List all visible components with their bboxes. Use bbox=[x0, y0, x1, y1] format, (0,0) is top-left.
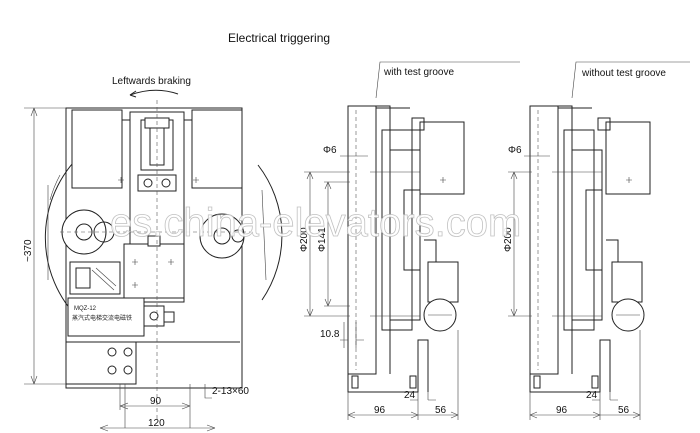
side-view-with-test-groove: with test groove Φ6 Φ200 bbox=[299, 61, 520, 420]
coil-block bbox=[69, 261, 121, 295]
side2-base bbox=[529, 339, 611, 393]
nameplate-text: 蒸汽式电梯交流电磁铁 bbox=[72, 314, 132, 322]
nameplate bbox=[67, 297, 145, 337]
dim-90: 90 bbox=[150, 396, 162, 407]
side1-dim-10-8: 10.8 bbox=[320, 329, 340, 340]
side1-dim-96: 96 bbox=[374, 405, 386, 416]
top-block-left bbox=[71, 109, 123, 189]
sheave-arc-right bbox=[257, 164, 283, 301]
side1-dim-24: 24 bbox=[404, 390, 416, 401]
drawing-title: Electrical triggering bbox=[228, 31, 330, 45]
front-view: Leftwards braking bbox=[23, 76, 283, 432]
side2-dim-96: 96 bbox=[556, 405, 568, 416]
side1-dim-56: 56 bbox=[435, 405, 447, 416]
caption-with-test-groove: with test groove bbox=[383, 67, 454, 78]
side2-phi6: Φ6 bbox=[508, 145, 522, 156]
braking-arrow bbox=[129, 89, 179, 96]
side2-plate bbox=[529, 105, 559, 375]
housing-outline bbox=[65, 107, 243, 389]
side2-coil-box bbox=[605, 121, 651, 195]
side1-plate bbox=[347, 105, 377, 375]
nameplate-model: MQZ-12 bbox=[74, 306, 97, 312]
top-block-right bbox=[191, 109, 243, 189]
side2-phi200: Φ200 bbox=[503, 227, 514, 252]
height-dim: ~370 bbox=[23, 239, 34, 262]
base-block bbox=[65, 341, 137, 385]
watermark: es.china-elevators.com bbox=[110, 201, 521, 245]
electromagnet-housing bbox=[123, 243, 185, 299]
side-view-without-test-groove: without test groove Φ6 Φ200 96 56 24 bbox=[503, 61, 690, 420]
caption-without-test-groove: without test groove bbox=[581, 68, 666, 79]
sheave-arc-left bbox=[44, 149, 87, 321]
side1-phi141: Φ141 bbox=[317, 227, 328, 252]
side1-phi6: Φ6 bbox=[323, 145, 337, 156]
hole-dim: 2-13×60 bbox=[212, 386, 249, 397]
side2-dim-24: 24 bbox=[586, 390, 598, 401]
side1-base bbox=[347, 339, 429, 393]
side2-dim-56: 56 bbox=[618, 405, 630, 416]
side1-phi200: Φ200 bbox=[299, 227, 310, 252]
side1-coil-box bbox=[419, 121, 465, 195]
braking-label: Leftwards braking bbox=[112, 76, 191, 87]
dim-120: 120 bbox=[148, 418, 165, 429]
